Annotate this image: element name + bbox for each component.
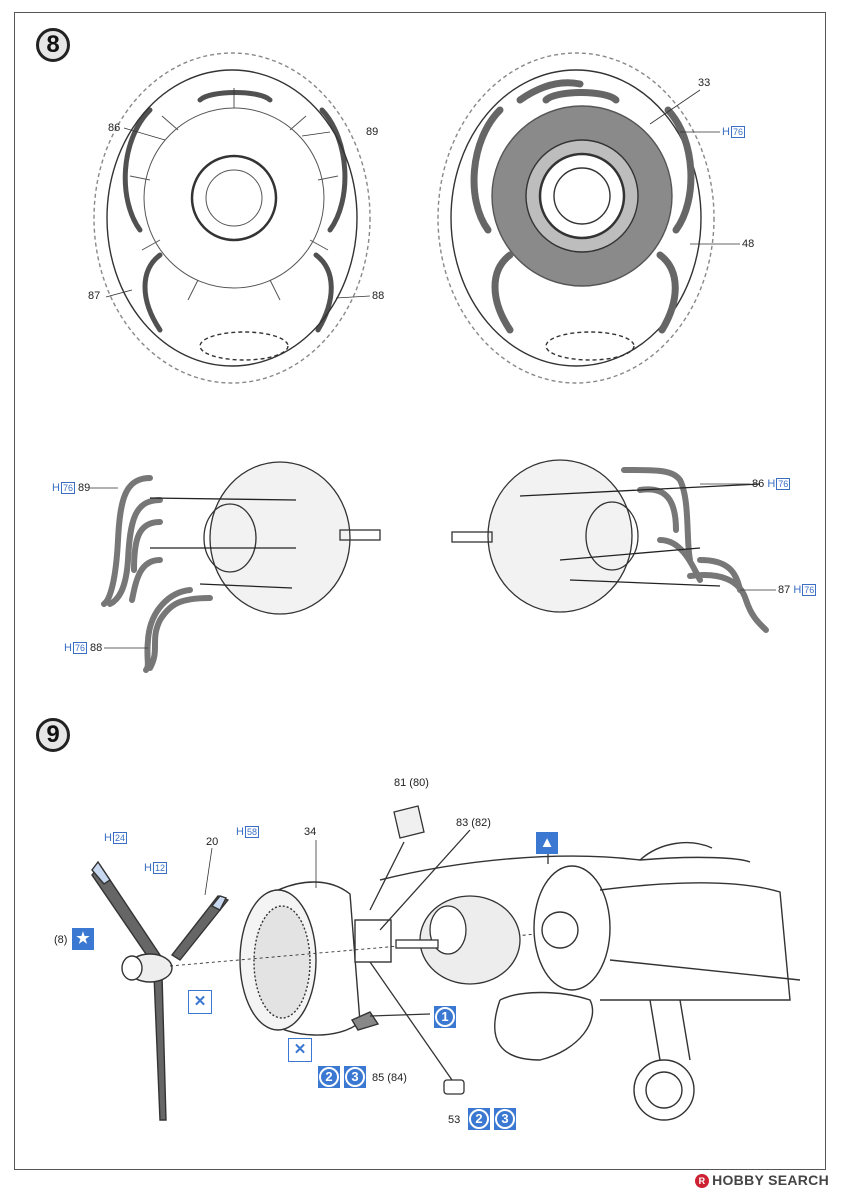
step-9-number: 9 (36, 718, 70, 752)
engine-front-view-painted (437, 52, 715, 384)
aircraft-fuselage (379, 842, 801, 1121)
no-glue-icon-a: ✕ (188, 990, 212, 1014)
part-label-86: 86 (108, 122, 121, 134)
part-label-34: 34 (304, 826, 317, 838)
part-label-83-82: 83 (82) (456, 817, 491, 829)
color-badge-2-b: 2 (468, 1108, 490, 1130)
part-label-20: 20 (206, 836, 219, 848)
engine-side-view-right (451, 459, 769, 633)
color-badge-2-a: 2 (318, 1066, 340, 1088)
color-badge-3-b: 3 (494, 1108, 516, 1130)
ref-label-8: (8) (54, 934, 68, 946)
decal-star-icon: ★ (72, 928, 94, 950)
part-label-85-84: 85 (84) (372, 1072, 407, 1084)
leader-lines (90, 89, 776, 896)
part-label-48: 48 (742, 238, 755, 250)
glue-icon: ▲ (536, 832, 558, 854)
step-8-number: 8 (36, 28, 70, 62)
cowling (169, 881, 561, 1036)
engine-front-view-outline (93, 52, 371, 384)
part-label-33: 33 (698, 77, 711, 89)
engine-side-view-left (101, 461, 381, 673)
part-label-81-80: 81 (80) (394, 777, 429, 789)
small-parts (369, 805, 549, 1095)
color-badge-1: 1 (434, 1006, 456, 1028)
propeller (91, 860, 230, 1121)
page-frame (14, 12, 826, 1170)
part-label-89: 89 (366, 126, 379, 138)
part-label-87: 87 (88, 290, 101, 302)
part-label-88: 88 (372, 290, 385, 302)
part-label-53: 53 (448, 1114, 461, 1126)
engine-assembly (395, 895, 521, 985)
color-badge-3-a: 3 (344, 1066, 366, 1088)
no-glue-icon-b: ✕ (288, 1038, 312, 1062)
